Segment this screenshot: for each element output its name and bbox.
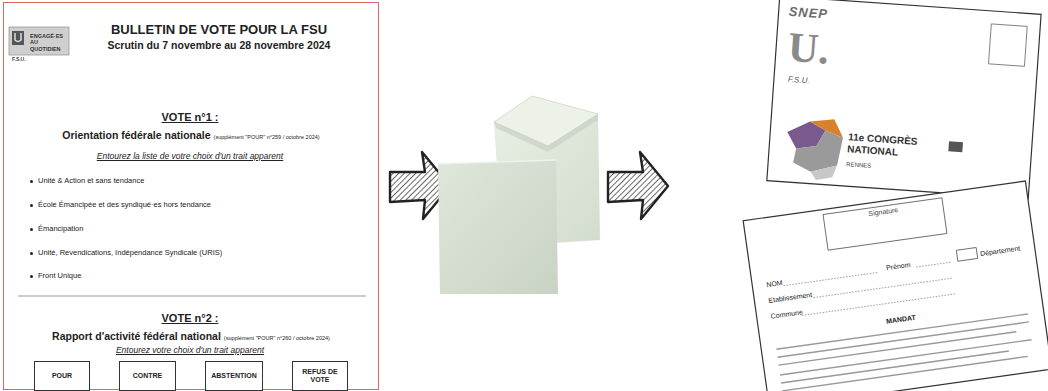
choice-box: REFUS DE VOTE [292, 361, 348, 391]
field-label: Etablissement [768, 289, 829, 305]
logo-letter: U. [787, 23, 860, 76]
vote-subject: Rapport d'activité fédéral national [52, 330, 221, 342]
choice-text: ABSTENTION [206, 362, 262, 390]
field-label: Département [980, 243, 1033, 258]
logo-text: ENGAGÉ·ES AU QUOTIDIEN [30, 33, 70, 52]
bullet-dot [30, 204, 33, 207]
list-option: Unité, Revendications, Indépendance Synd… [38, 249, 358, 258]
envelope-edge [438, 160, 556, 164]
bullet-dot [30, 228, 33, 231]
list-option: Émancipation [38, 225, 358, 234]
choice-text: POUR [35, 362, 89, 390]
vote-subject: Orientation fédérale nationale [62, 129, 210, 141]
congress-title: 11e CONGRÈS NATIONAL [847, 131, 926, 159]
dotted-line [814, 278, 954, 298]
envelope-shadow [494, 114, 598, 152]
list-option: Unité & Action et sans tendance [38, 177, 358, 186]
list-option: École Émancipée et des syndiqué·es hors … [38, 201, 358, 210]
federation-name: F.S.U. [788, 75, 848, 88]
dotted-line [802, 294, 955, 316]
ballot-sheet: BULLETIN DE VOTE POUR LA FSUScrutin du 7… [3, 2, 379, 390]
logo-badge: ENGAGÉ·ES AU QUOTIDIEN [10, 28, 70, 56]
section-heading: MANDAT [759, 296, 1042, 344]
signature-box [823, 198, 947, 250]
list-option: Front Unique [38, 272, 358, 281]
congress-city: RENNES [846, 161, 924, 173]
paragraph-line [782, 356, 1028, 391]
logo-plate [9, 27, 69, 55]
envelope-flap [494, 96, 598, 146]
logo-u [15, 33, 21, 42]
supplement-note: (supplément "POUR" n°260 / octobre 2024) [224, 335, 330, 341]
paragraph-line [781, 351, 1009, 383]
envelope-front [438, 160, 558, 294]
separator-line [18, 296, 366, 297]
form-card: SignatureNOM Prénom DépartementEtablisseme… [743, 181, 1048, 391]
paragraph-line [779, 332, 1017, 365]
form-card [743, 181, 1048, 391]
bullet-dot [30, 252, 33, 255]
choice-box: ABSTENTION [205, 361, 263, 391]
field-label: Signature [823, 200, 943, 225]
text-row: Orientation fédérale nationale (supplémen… [4, 125, 378, 143]
choice-text: CONTRE [120, 362, 175, 390]
stamp-box [989, 24, 1028, 66]
envelope: SNEPU.F.S.U. 11e CONGRÈS NATIONAL RENNES [767, 0, 1041, 199]
vote-heading: VOTE n°2 : [4, 312, 376, 325]
logo-caption: F.S.U. [12, 57, 62, 63]
instruction: Entourez votre choix d'un trait apparent [4, 346, 376, 356]
choice-box: CONTRE [119, 361, 176, 391]
ballot-title: BULLETIN DE VOTE POUR LA FSU [74, 23, 364, 38]
field-label: Commune [770, 306, 821, 321]
text-row: Rapport d'activité fédéral national(supp… [4, 326, 378, 344]
department-box [956, 248, 977, 262]
paragraph-line [780, 340, 1032, 375]
union-name: SNEP [788, 5, 869, 25]
choice-box: POUR [34, 361, 90, 391]
map-region [810, 164, 837, 182]
hatched-arrow [608, 152, 668, 219]
paragraph-line [777, 322, 1029, 357]
bullet-dot [30, 275, 33, 278]
logo-icon [12, 31, 24, 45]
dotted-line [784, 272, 879, 285]
envelope-card [767, 0, 1041, 199]
field-label: Prénom [886, 259, 927, 273]
choice-text: REFUS DE VOTE [293, 362, 347, 390]
vote-heading: VOTE n°1 : [4, 111, 376, 124]
ballot-subtitle: Scrutin du 7 novembre au 28 novembre 202… [74, 39, 364, 51]
dotted-line [916, 262, 952, 267]
small-logo [948, 141, 963, 152]
supplement-note: (supplément "POUR" n°259 / octobre 2024) [214, 134, 320, 140]
instruction: Entourez la liste de votre choix d'un tr… [4, 152, 376, 162]
bullet-dot [30, 180, 33, 183]
field-label: NOM [766, 276, 807, 290]
